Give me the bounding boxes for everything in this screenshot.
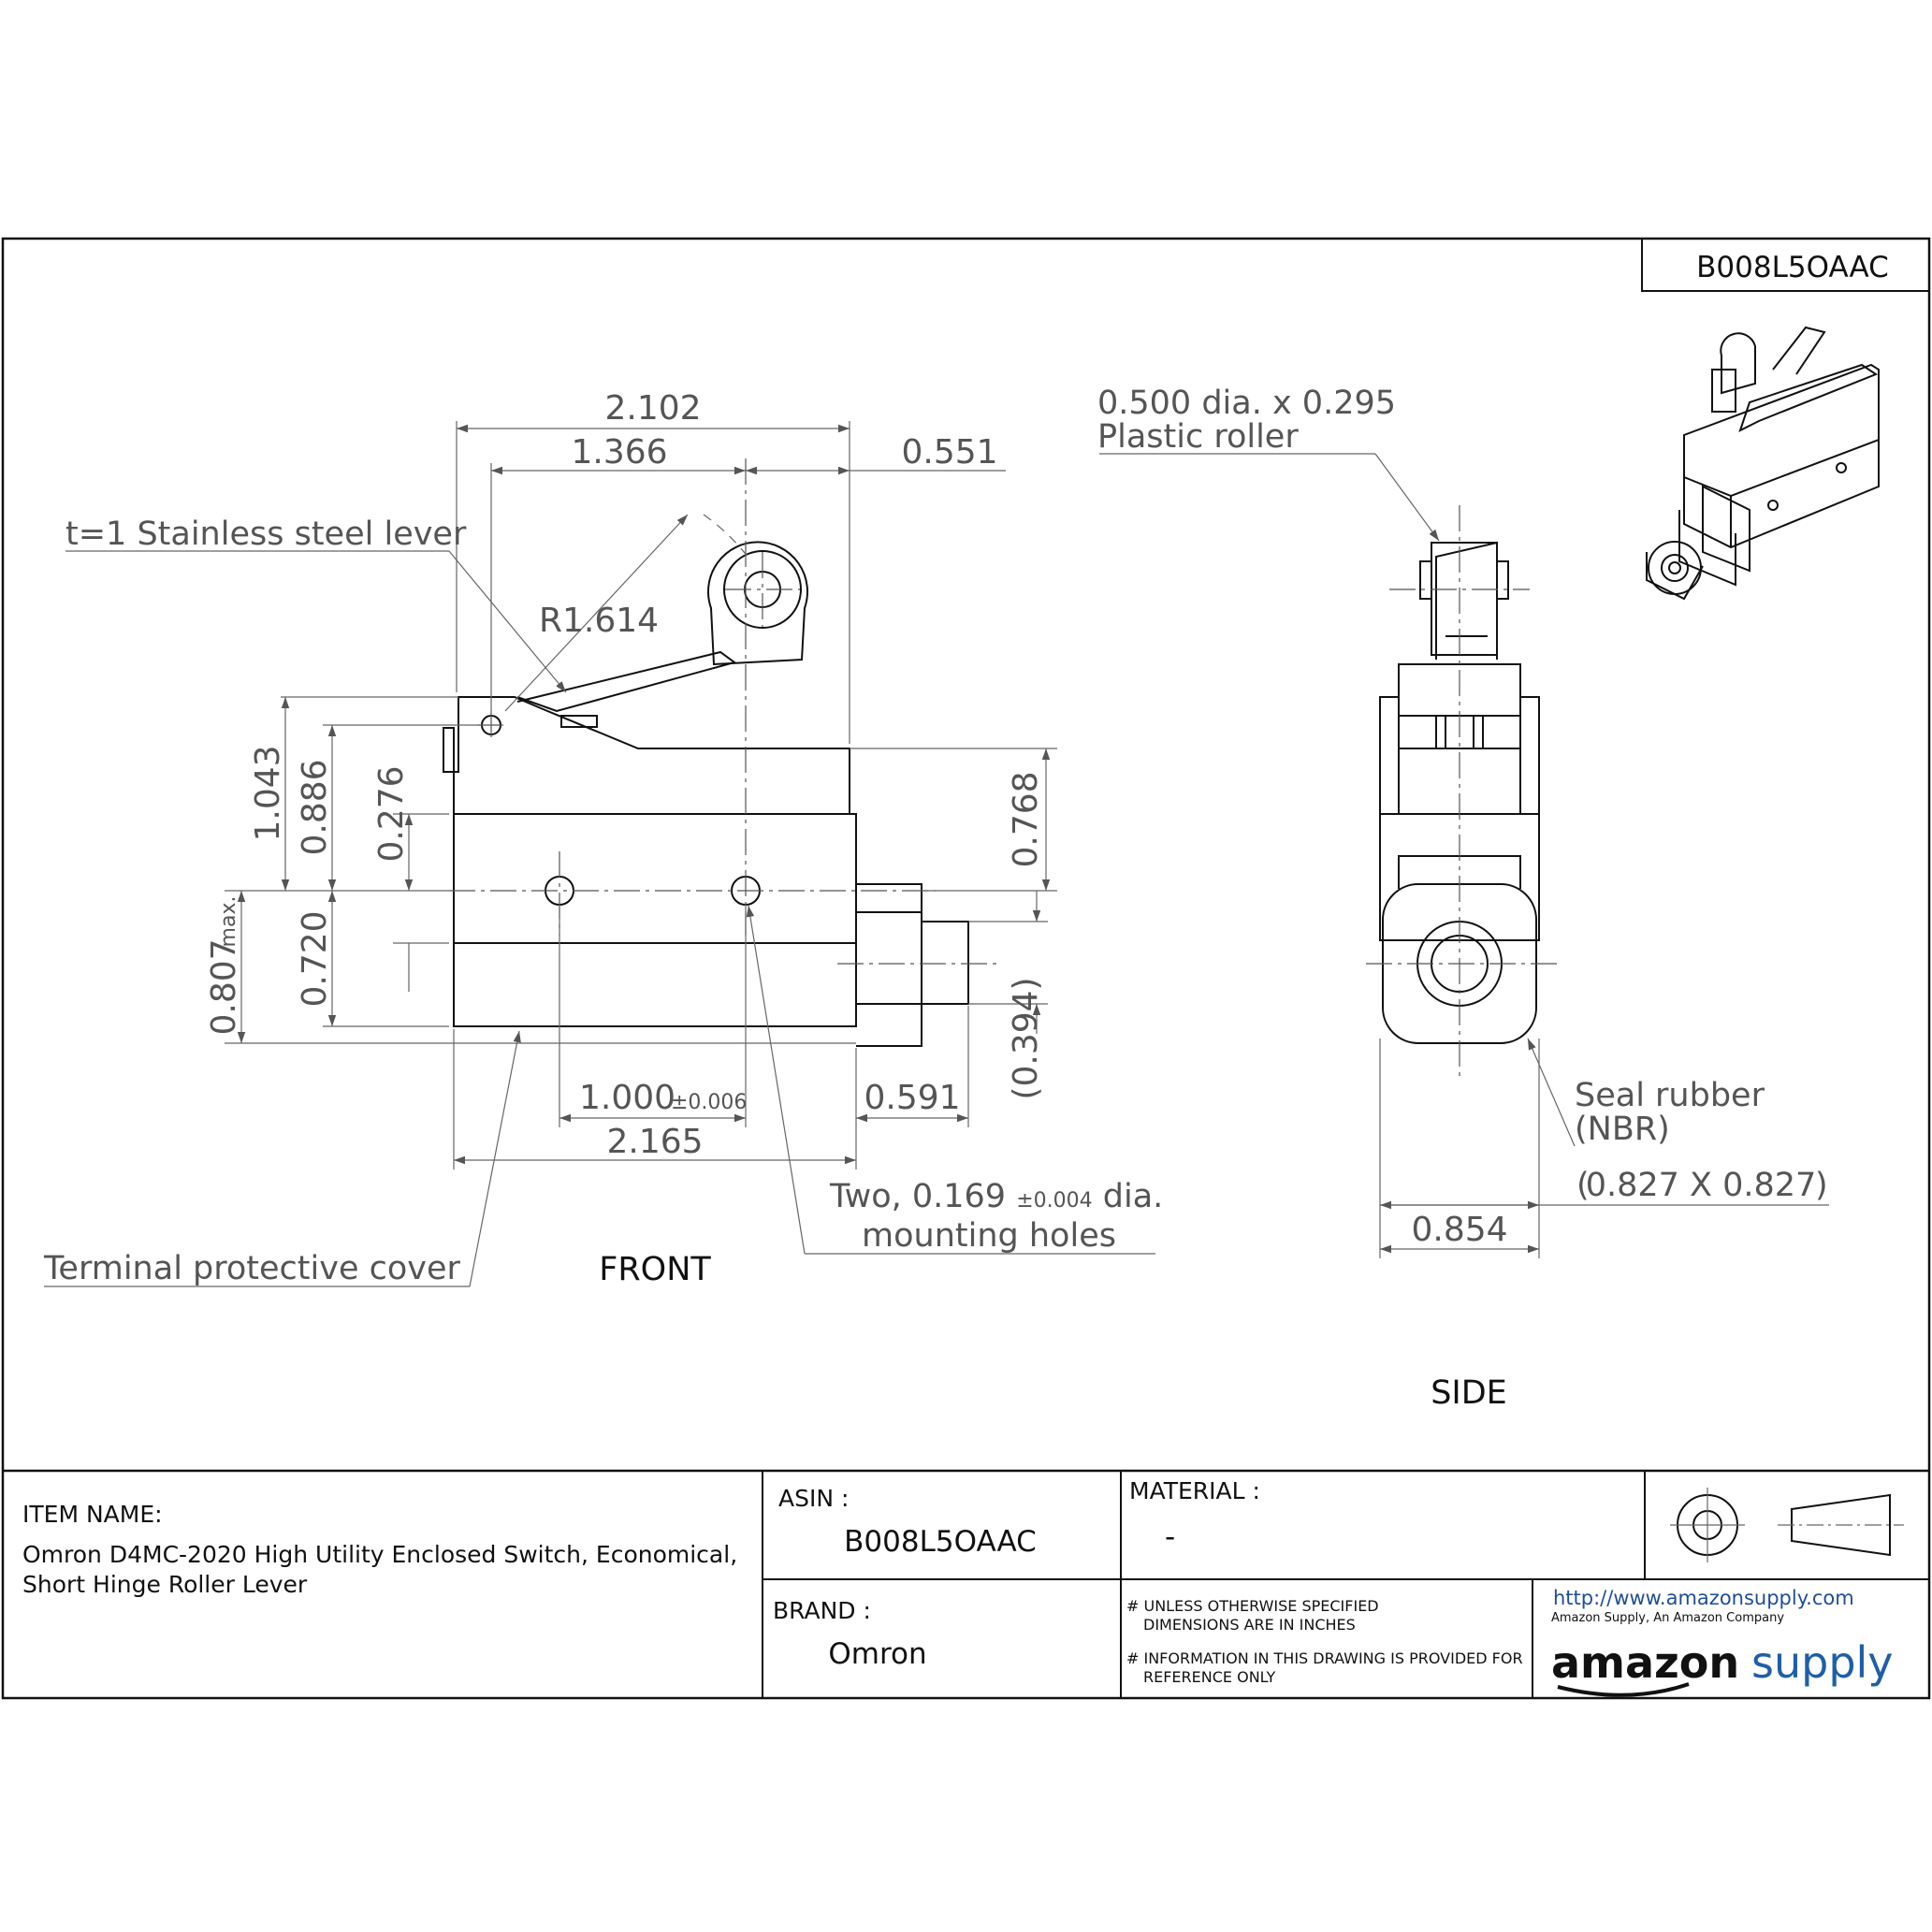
- front-body: [453, 813, 857, 1027]
- seal-size: 0.827 X 0.827: [1586, 1167, 1817, 1204]
- dim-0-768: 0.768: [1007, 771, 1045, 867]
- side-roller: [1431, 542, 1498, 656]
- dim-1-043: 1.043: [249, 745, 287, 841]
- side-view: 0.500 dia. x 0.295 Plastic roller Seal r…: [1097, 385, 1829, 1412]
- seal-size-close: ): [1815, 1167, 1828, 1204]
- material-label: MATERIAL :: [1129, 1477, 1260, 1504]
- part-number: B008L5OAAC: [1696, 251, 1889, 284]
- dim-1-000: 1.000: [579, 1079, 675, 1117]
- asin-label: ASIN :: [778, 1485, 849, 1512]
- logo-amazon: amazon: [1551, 1637, 1739, 1688]
- dim-r1-614: R1.614: [539, 602, 659, 640]
- lever-callout: t=1 Stainless steel lever: [65, 516, 467, 553]
- logo-supply: supply: [1751, 1637, 1894, 1688]
- logo-smile: [1557, 1682, 1690, 1697]
- isometric-view: [1646, 326, 1880, 601]
- dim-0-394: (0.394): [1007, 977, 1045, 1099]
- side-view-label: SIDE: [1431, 1374, 1507, 1412]
- note2-line1: # INFORMATION IN THIS DRAWING IS PROVIDE…: [1126, 1649, 1523, 1667]
- item-name-line1: Omron D4MC-2020 High Utility Enclosed Sw…: [22, 1541, 737, 1568]
- front-cover: [453, 696, 850, 814]
- dim-0-854: 0.854: [1411, 1211, 1507, 1249]
- lever-arm: [707, 541, 808, 666]
- dim-0-591: 0.591: [864, 1079, 960, 1117]
- seal-callout-line1: Seal rubber: [1575, 1077, 1765, 1114]
- bushing-shaft: [921, 921, 969, 1005]
- roller-callout-line2: Plastic roller: [1097, 418, 1299, 456]
- item-name-line2: Short Hinge Roller Lever: [22, 1571, 308, 1598]
- stainless-lever: [516, 650, 737, 713]
- asin-value: B008L5OAAC: [844, 1525, 1037, 1559]
- dim-0-720: 0.720: [296, 910, 334, 1007]
- dim-0-807: 0.807: [205, 938, 243, 1035]
- cover-callout: Terminal protective cover: [43, 1250, 461, 1287]
- company-url[interactable]: http://www.amazonsupply.com: [1553, 1587, 1854, 1609]
- front-view-label: FRONT: [599, 1251, 711, 1288]
- item-name-label: ITEM NAME:: [22, 1501, 163, 1528]
- brand-value: Omron: [828, 1637, 926, 1671]
- brand-label: BRAND :: [773, 1597, 871, 1624]
- side-roller-bracket: [1435, 541, 1498, 660]
- front-view: 2.102 1.366 0.551 R1.614 t=1 Stainless s…: [43, 389, 1163, 1288]
- holes-callout-line1: Two, 0.169 ±0.004 dia.: [829, 1178, 1163, 1215]
- dim-0-551: 0.551: [901, 433, 997, 472]
- roller: [723, 550, 802, 629]
- seal-callout-line2: (NBR): [1575, 1111, 1670, 1148]
- bushing: [856, 883, 922, 1047]
- amazon-supply-logo: amazon supply: [1551, 1637, 1894, 1697]
- dim-2-102: 2.102: [604, 389, 701, 428]
- dim-2-165: 2.165: [606, 1123, 703, 1161]
- seal-size-open: (: [1576, 1167, 1590, 1204]
- holes-callout-line2: mounting holes: [862, 1217, 1116, 1255]
- max-note: max.: [217, 896, 240, 948]
- dim-1-366: 1.366: [571, 433, 667, 472]
- title-block: ITEM NAME: Omron D4MC-2020 High Utility …: [3, 1469, 1929, 1698]
- third-angle-projection-symbol: [1670, 1488, 1904, 1562]
- drawing-border: [1, 237, 1931, 1700]
- dim-0-886: 0.886: [296, 759, 334, 855]
- dim-0-276: 0.276: [372, 765, 411, 862]
- note1-line2: DIMENSIONS ARE IN INCHES: [1143, 1616, 1356, 1634]
- material-value: -: [1165, 1520, 1175, 1554]
- roller-callout-line1: 0.500 dia. x 0.295: [1097, 385, 1396, 422]
- company-tagline: Amazon Supply, An Amazon Company: [1551, 1611, 1784, 1625]
- dim-1-000-tol: ±0.006: [671, 1091, 747, 1114]
- note2-line2: REFERENCE ONLY: [1143, 1668, 1275, 1686]
- part-number-box: B008L5OAAC: [1641, 238, 1930, 292]
- note1-line1: # UNLESS OTHERWISE SPECIFIED: [1126, 1597, 1379, 1615]
